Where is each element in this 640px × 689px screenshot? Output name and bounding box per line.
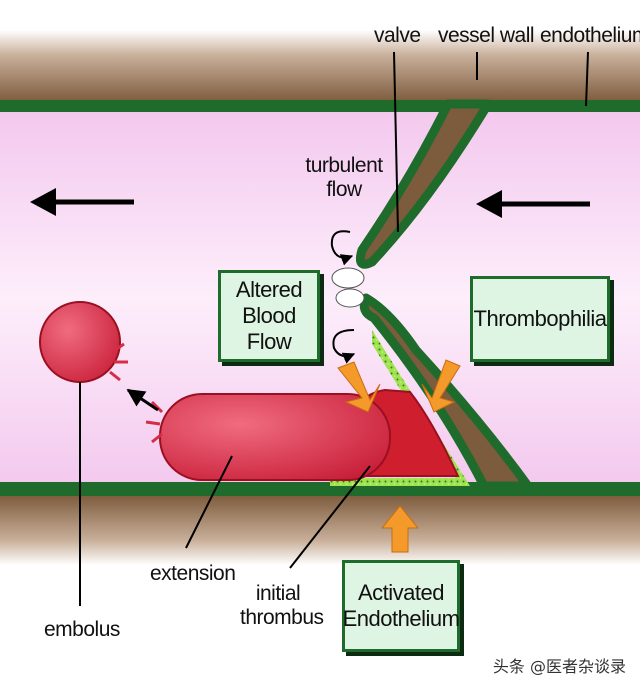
label-extension: extension: [150, 562, 236, 585]
box-altered-blood-flow-text: Altered Blood Flow: [235, 277, 303, 354]
factor-arrow-thrombophilia: [421, 359, 461, 413]
box-activated-endothelium: Activated Endothelium: [342, 560, 460, 652]
endothelium-top: [0, 100, 640, 112]
extension-frayed-edge: [145, 400, 164, 444]
flow-arrow-left: [30, 188, 134, 216]
leader-endothelium: [585, 51, 589, 107]
leader-valve: [393, 51, 399, 233]
embolization-arrow: [126, 388, 159, 412]
turbulence-petal-2: [335, 288, 365, 308]
vessel-wall-top: [0, 30, 640, 102]
label-valve: valve: [374, 24, 421, 47]
factor-arrow-flow: [337, 361, 381, 413]
extension-clot-shape: [159, 393, 391, 481]
leader-extension: [185, 455, 233, 549]
label-initial-thrombus: initial thrombus: [240, 582, 324, 629]
embolus-shape: [39, 301, 121, 383]
embolus-frayed-edge: [109, 342, 128, 382]
valve-leaflet-upper: [355, 99, 493, 269]
turbulence-petal-1: [331, 267, 365, 289]
flow-arrow-right: [476, 190, 590, 218]
label-embolus: embolus: [44, 618, 120, 641]
leader-initial-thrombus: [289, 465, 371, 569]
label-vessel-wall: vessel wall: [438, 24, 535, 47]
turbulence-swirl-upper: [330, 230, 354, 266]
watermark: 头条 @医者杂谈录: [488, 651, 630, 679]
box-thrombophilia-text: Thrombophilia: [473, 306, 607, 331]
label-endothelium: endothelium: [540, 24, 640, 47]
box-thrombophilia: Thrombophilia: [470, 276, 610, 362]
endothelium-bottom: [0, 482, 640, 496]
box-altered-blood-flow: Altered Blood Flow: [218, 270, 320, 362]
valve-leaflet-lower: [359, 293, 533, 491]
factor-arrow-endothelium: [380, 505, 420, 553]
turbulence-swirl-lower: [332, 329, 356, 364]
box-activated-endothelium-text: Activated Endothelium: [342, 580, 460, 631]
label-turbulent-flow: turbulent flow: [305, 154, 383, 201]
